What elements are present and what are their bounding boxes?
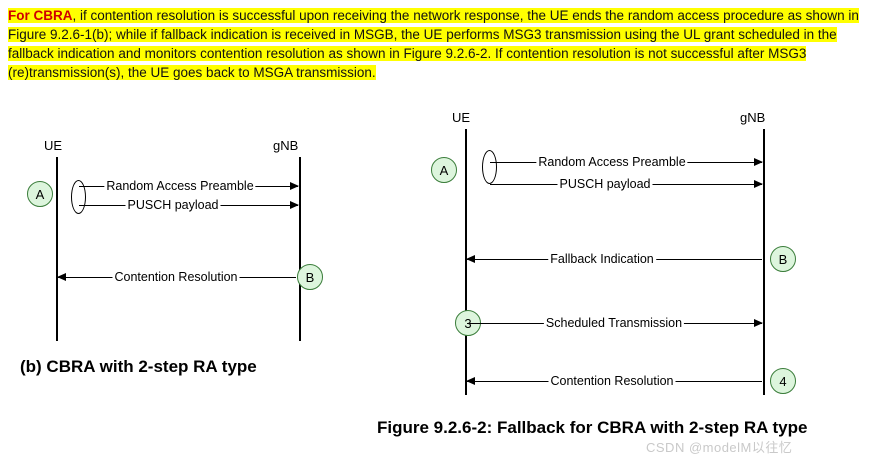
right-arrow-contention-label: Contention Resolution: [548, 374, 676, 388]
right-marker-b: B: [770, 246, 796, 272]
right-msga-ellipse: [482, 150, 497, 184]
left-ue-lifeline: [56, 157, 58, 341]
left-marker-a: A: [27, 181, 53, 207]
right-marker-4: 4: [770, 368, 796, 394]
highlighted-paragraph: For CBRA, if contention resolution is su…: [8, 6, 860, 82]
right-gnb-label: gNB: [740, 110, 766, 125]
right-ue-label: UE: [452, 110, 471, 125]
left-arrow-contention-label: Contention Resolution: [112, 270, 240, 284]
left-ue-label: UE: [44, 138, 63, 153]
paragraph-lead: For CBRA: [8, 8, 73, 23]
right-arrow-fallback-label: Fallback Indication: [548, 252, 656, 266]
left-arrow-preamble-label: Random Access Preamble: [104, 179, 256, 193]
left-arrow-pusch-label: PUSCH payload: [125, 198, 221, 212]
right-arrow-pusch-label: PUSCH payload: [557, 177, 653, 191]
paragraph-text: , if contention resolution is successful…: [8, 8, 859, 80]
right-gnb-lifeline: [763, 129, 765, 395]
left-gnb-label: gNB: [273, 138, 299, 153]
right-arrow-preamble-label: Random Access Preamble: [536, 155, 688, 169]
watermark: CSDN @modelM以往忆: [646, 440, 793, 455]
left-marker-b: B: [297, 264, 323, 290]
right-marker-a: A: [431, 157, 457, 183]
right-diagram-caption: Figure 9.2.6-2: Fallback for CBRA with 2…: [377, 418, 808, 437]
left-diagram-caption: (b) CBRA with 2-step RA type: [20, 357, 257, 376]
right-arrow-scheduled-label: Scheduled Transmission: [543, 316, 685, 330]
left-gnb-lifeline: [299, 157, 301, 341]
